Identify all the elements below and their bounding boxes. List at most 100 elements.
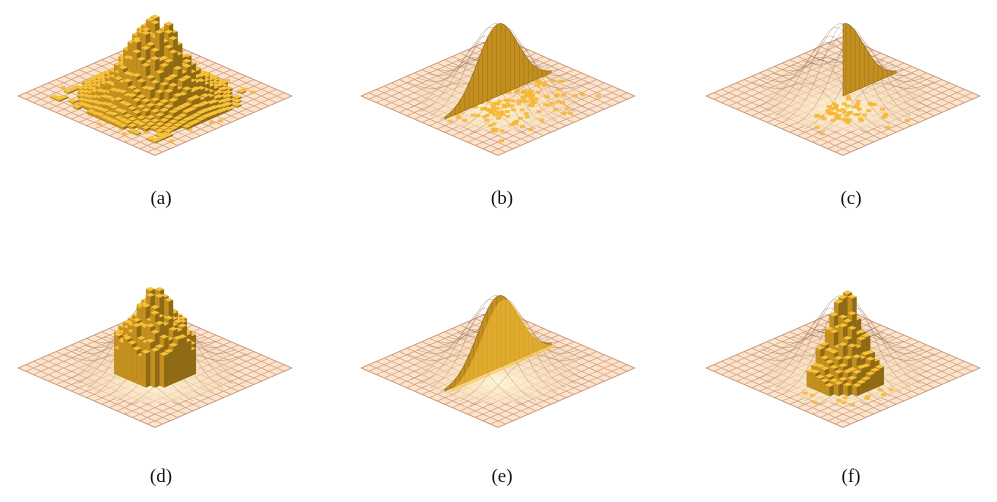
bar-top — [168, 49, 178, 54]
sample-mark — [505, 102, 511, 106]
sample-mark — [143, 130, 149, 134]
grid-line — [713, 364, 851, 425]
sample-mark — [550, 79, 556, 83]
sample-mark — [529, 102, 535, 106]
bar-top — [123, 335, 133, 340]
bar-top — [164, 29, 174, 34]
bar-side — [118, 341, 124, 378]
bar-top — [237, 88, 247, 93]
bar-side — [177, 124, 183, 130]
sample-mark — [847, 111, 853, 115]
sample-mark — [865, 395, 871, 398]
bar-top — [109, 104, 119, 109]
bar-top — [141, 62, 151, 67]
bar-top — [132, 97, 142, 102]
bar-top — [861, 376, 871, 381]
bar-top — [164, 44, 174, 49]
sample-mark — [883, 112, 889, 116]
bar-side — [191, 348, 196, 376]
grid-line — [361, 367, 499, 428]
bar-top — [114, 76, 124, 81]
bar-top — [109, 87, 119, 92]
bar-top — [155, 102, 165, 107]
sample-mark — [516, 99, 522, 103]
sample-mark — [96, 122, 102, 126]
sample-mark — [491, 122, 497, 126]
bar-side — [63, 96, 69, 100]
sample-mark — [812, 401, 818, 404]
sample-mark — [841, 110, 847, 114]
bar-side — [833, 382, 839, 397]
bar-side — [806, 370, 812, 389]
sample-mark — [858, 119, 864, 123]
sample-mark — [491, 104, 496, 108]
bar-top — [820, 378, 830, 383]
bar-top — [136, 104, 146, 109]
sample-mark — [595, 94, 601, 98]
sample-mark — [809, 393, 815, 397]
bar-side — [182, 336, 187, 380]
sample-mark — [520, 125, 525, 129]
sample-mark — [561, 111, 567, 115]
bar-top — [132, 109, 142, 114]
bar-top — [114, 88, 124, 93]
sample-mark — [845, 121, 851, 125]
bar-side — [870, 373, 875, 391]
bar-side — [132, 125, 137, 130]
bar-top — [132, 73, 142, 77]
grid-line — [490, 92, 628, 153]
sample-mark — [519, 108, 525, 112]
bar-top — [118, 123, 128, 128]
bar-top — [132, 317, 142, 322]
sample-mark — [517, 116, 523, 120]
bar-top — [68, 98, 78, 103]
surface-line — [417, 59, 537, 130]
plot-f — [705, 290, 981, 428]
bar-top — [182, 117, 192, 122]
bar-top — [177, 77, 187, 82]
bar-top — [838, 323, 848, 328]
surface-line — [407, 353, 527, 406]
sample-mark — [484, 113, 490, 117]
bar-side — [63, 90, 69, 94]
bar-top — [843, 290, 853, 295]
grid-line — [490, 364, 628, 425]
slice-wall — [842, 23, 897, 97]
sample-mark — [218, 119, 224, 123]
surface-line — [417, 331, 537, 402]
bar-side — [223, 109, 228, 114]
sample-mark — [489, 111, 495, 114]
bar-top — [77, 101, 87, 106]
sample-mark — [475, 114, 481, 118]
bar-top — [843, 335, 853, 340]
bar-top — [127, 72, 137, 77]
caption-d: (d) — [149, 466, 173, 487]
bar-top — [159, 63, 169, 67]
bar-top — [159, 81, 169, 86]
bar-side — [237, 90, 242, 94]
bar-top — [173, 115, 183, 120]
sample-mark — [535, 90, 541, 94]
bar-side — [159, 353, 165, 388]
bar-side — [186, 125, 192, 130]
sample-mark — [480, 107, 485, 111]
bar-top — [141, 45, 151, 50]
bar-top — [141, 30, 151, 35]
surface-line — [427, 35, 547, 125]
bar-top — [847, 294, 857, 299]
grid-line — [842, 95, 980, 156]
bar-top — [824, 326, 834, 331]
bar-top — [833, 299, 843, 304]
bar-top — [150, 56, 160, 61]
sample-mark — [836, 398, 842, 402]
sample-mark — [493, 109, 499, 113]
surface-line — [407, 81, 527, 134]
bar-side — [209, 114, 215, 120]
bar-top — [196, 116, 206, 121]
sample-mark — [242, 87, 248, 91]
sample-mark — [534, 80, 540, 84]
bar-top — [811, 362, 821, 367]
bar-side — [159, 138, 165, 142]
sample-mark — [472, 105, 478, 109]
bar-top — [150, 97, 160, 102]
